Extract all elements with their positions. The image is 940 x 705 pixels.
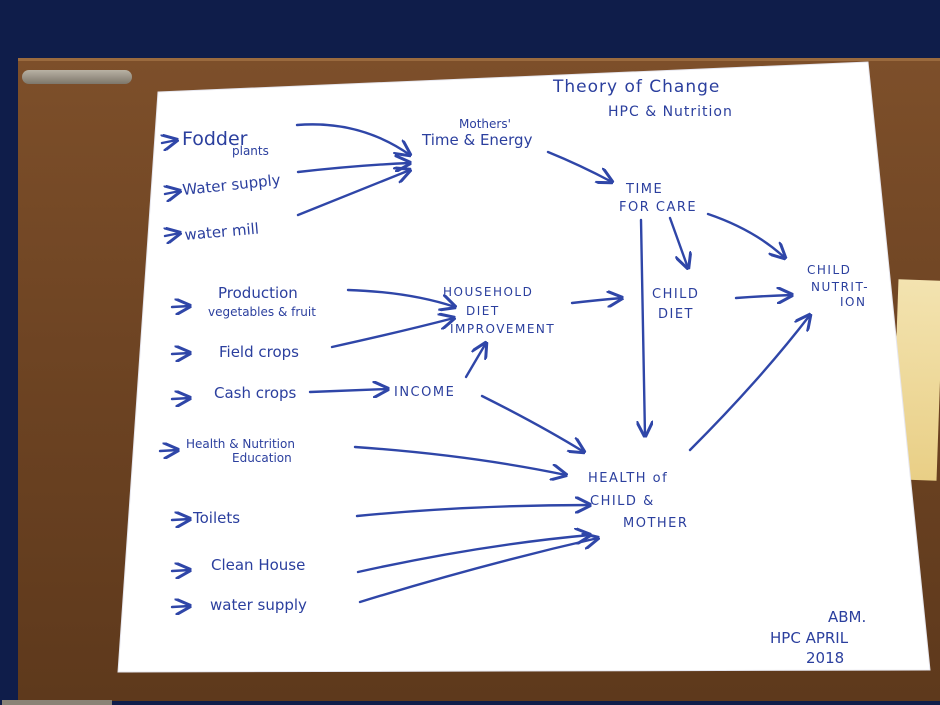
arrow-care-to-nutrition	[706, 212, 785, 258]
input-health-nutrition: Health & Nutrition	[186, 437, 295, 451]
arrow-fieldcrops-to-household	[330, 318, 454, 349]
node-health-1: HEALTH of	[588, 471, 668, 486]
board-hinge	[22, 70, 132, 84]
bullet-arrows	[158, 140, 190, 607]
input-cash-crops: Cash crops	[214, 384, 297, 402]
input-field-crops: Field crops	[219, 343, 299, 361]
arrow-time-to-care	[546, 150, 612, 182]
bullet-arrow	[162, 140, 177, 143]
node-child-nutrition-1: CHILD	[807, 263, 851, 277]
arrow-production-to-household	[346, 288, 455, 307]
arrow-health-to-nutrition	[688, 315, 810, 452]
input-fodder: Fodder	[182, 128, 248, 150]
diagram-title: Theory of Change HPC & Nutrition	[552, 77, 733, 120]
input-clean-house: Clean House	[211, 556, 305, 574]
node-mothers: Mothers'	[459, 117, 511, 131]
node-time-for-care-2: FOR CARE	[619, 200, 697, 215]
node-child-nutrition-2: NUTRIT-	[811, 280, 869, 294]
bullet-arrow	[170, 519, 190, 520]
arrow-income-to-household	[464, 343, 486, 379]
arrow-watersupply-to-health	[358, 538, 598, 604]
signature-line-1: ABM.	[828, 608, 866, 626]
node-time-for-care-1: TIME	[625, 182, 663, 197]
input-health-nutrition-sub: Education	[232, 451, 292, 465]
input-fodder-sub: plants	[232, 144, 269, 158]
node-household-3: IMPROVEMENT	[450, 322, 555, 336]
arrow-childdiet-to-nutrition	[734, 295, 792, 298]
bullet-arrow	[170, 353, 190, 354]
node-household-1: HOUSEHOLD	[443, 285, 533, 299]
arrow-mill-to-time	[296, 170, 410, 217]
arrow-water-to-time	[296, 163, 410, 174]
node-health-2: CHILD &	[590, 494, 655, 509]
outcome-nodes: Mothers' Time & Energy TIME FOR CARE HOU…	[394, 117, 869, 531]
arrow-cleanhouse-to-health	[356, 535, 590, 574]
arrow-income-to-health	[480, 394, 584, 452]
arrow-fodder-to-time	[295, 123, 410, 155]
node-income: INCOME	[394, 385, 455, 400]
input-production: Production	[218, 284, 298, 302]
node-child-nutrition-3: ION	[840, 295, 866, 309]
arrow-education-to-health	[353, 445, 566, 475]
title-line-2: HPC & Nutrition	[608, 104, 733, 120]
node-time-energy: Time & Energy	[421, 131, 533, 149]
connector-arrows	[295, 123, 810, 604]
input-toilets: Toilets	[192, 509, 240, 527]
input-water-supply-bottom: water supply	[210, 596, 307, 614]
arrow-care-to-health	[641, 218, 645, 436]
bullet-arrow	[158, 450, 178, 451]
paper-sheet	[117, 61, 931, 673]
arrow-household-to-childdiet	[570, 298, 622, 303]
bullet-arrow	[170, 306, 190, 307]
bullet-arrow	[165, 191, 180, 194]
node-child-diet-2: DIET	[658, 307, 694, 322]
arrow-cashcrops-to-income	[308, 389, 388, 392]
bullet-arrow	[170, 606, 190, 607]
node-household-2: DIET	[466, 304, 500, 318]
signature-line-2: HPC APRIL	[770, 629, 849, 647]
bullet-arrow	[170, 398, 190, 399]
arrow-toilets-to-health	[355, 505, 590, 518]
node-child-diet-1: CHILD	[652, 287, 699, 302]
bullet-arrow	[170, 570, 190, 571]
signature: ABM. HPC APRIL 2018	[770, 608, 866, 667]
signature-line-3: 2018	[806, 649, 844, 667]
bullet-arrow	[165, 233, 180, 236]
title-line-1: Theory of Change	[552, 77, 720, 97]
input-production-sub: vegetables & fruit	[208, 305, 316, 319]
arrow-care-to-childdiet	[668, 216, 688, 268]
board-edge-strip	[2, 700, 112, 705]
node-health-3: MOTHER	[623, 516, 688, 531]
